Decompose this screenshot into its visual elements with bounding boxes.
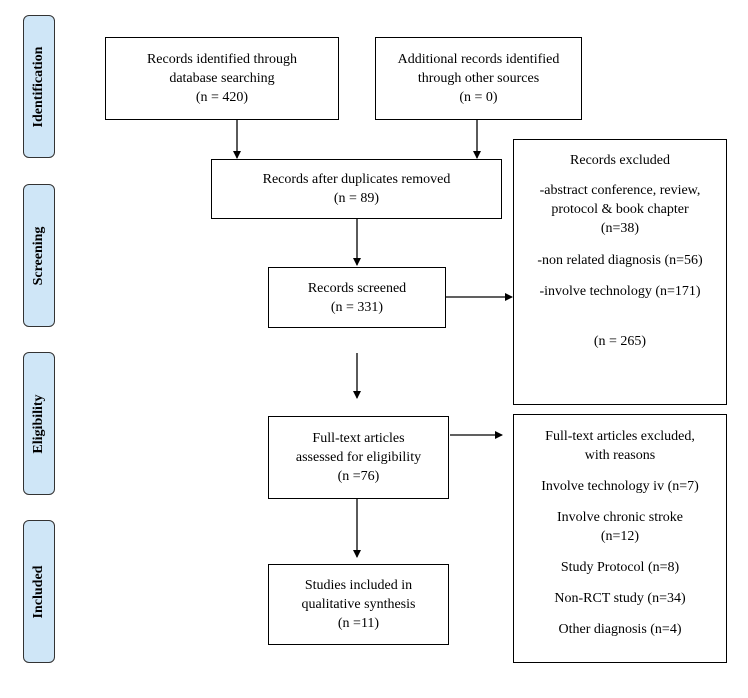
box-database-records: Records identified through database sear…	[105, 37, 339, 120]
reason-2: Involve chronic stroke	[557, 510, 683, 525]
fulltext-excluded-title: Full-text articles excluded,	[545, 429, 695, 444]
box-records-screened: Records screened (n = 331)	[268, 267, 446, 328]
phase-eligibility: Eligibility	[23, 352, 55, 495]
box-fulltext-excluded: Full-text articles excluded, with reason…	[513, 414, 727, 663]
box-fulltext-assessed: Full-text articles assessed for eligibil…	[268, 416, 449, 499]
phase-screening: Screening	[23, 184, 55, 327]
phase-identification: Identification	[23, 15, 55, 158]
excluded-total: (n = 265)	[593, 334, 647, 349]
excluded-item-1: -abstract conference, review,	[539, 183, 701, 198]
reason-4: Non-RCT study (n=34)	[554, 591, 686, 606]
box-records-excluded: Records excluded -abstract conference, r…	[513, 139, 727, 405]
phase-included: Included	[23, 520, 55, 663]
box-studies-included: Studies included in qualitative synthesi…	[268, 564, 449, 645]
reason-5: Other diagnosis (n=4)	[558, 622, 682, 637]
excluded-title: Records excluded	[570, 153, 670, 168]
reason-3: Study Protocol (n=8)	[560, 560, 680, 575]
box-duplicates-removed: Records after duplicates removed (n = 89…	[211, 159, 502, 219]
reason-1: Involve technology iv (n=7)	[541, 479, 699, 494]
excluded-item-2: -non related diagnosis (n=56)	[537, 253, 703, 268]
box-other-records: Additional records identified through ot…	[375, 37, 582, 120]
excluded-item-3: -involve technology (n=171)	[539, 284, 701, 299]
